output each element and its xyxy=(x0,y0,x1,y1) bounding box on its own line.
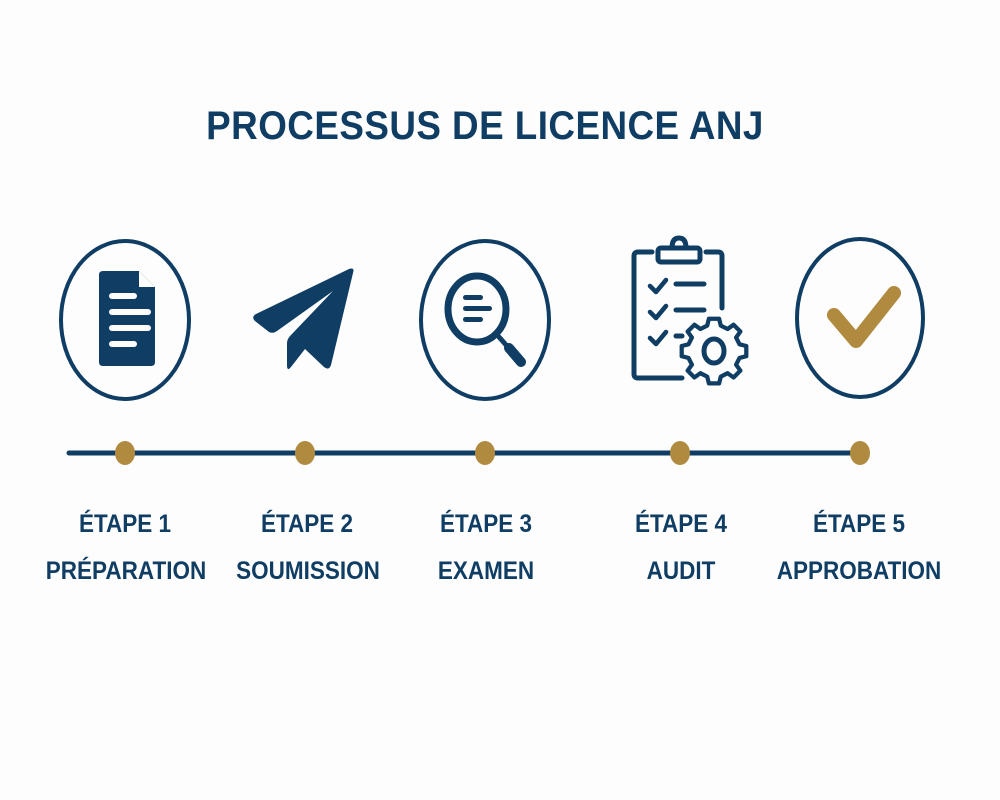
clipboard-gear-icon xyxy=(631,235,749,386)
timeline-dot-2 xyxy=(295,441,315,465)
step-4-name: AUDIT xyxy=(646,557,716,585)
document-icon xyxy=(59,239,191,401)
step-5-name: APPROBATION xyxy=(776,557,942,585)
step-4-icon-container xyxy=(620,230,760,400)
step-2-icon-container xyxy=(235,235,375,405)
checkmark-icon xyxy=(795,237,925,399)
timeline-dot-5 xyxy=(850,441,870,465)
step-3-icon-container xyxy=(415,235,555,405)
step-3-number: ÉTAPE 3 xyxy=(439,510,533,538)
step-1-number: ÉTAPE 1 xyxy=(78,510,172,538)
timeline-dot-1 xyxy=(115,441,135,465)
step-1-icon-container xyxy=(55,235,195,405)
step-5-number: ÉTAPE 5 xyxy=(812,510,906,538)
magnifier-icon xyxy=(419,239,551,401)
step-3-name: EXAMEN xyxy=(437,557,535,585)
paper-plane-icon xyxy=(253,268,354,370)
timeline-dot-4 xyxy=(670,441,690,465)
step-5-icon-container xyxy=(790,233,930,403)
step-2-name: SOUMISSION xyxy=(236,557,380,585)
diagram-title: PROCESSUS DE LICENCE ANJ xyxy=(206,104,764,148)
step-1-name: PRÉPARATION xyxy=(45,557,207,585)
timeline-dot-3 xyxy=(475,441,495,465)
step-2-number: ÉTAPE 2 xyxy=(260,510,354,538)
step-4-number: ÉTAPE 4 xyxy=(634,510,728,538)
